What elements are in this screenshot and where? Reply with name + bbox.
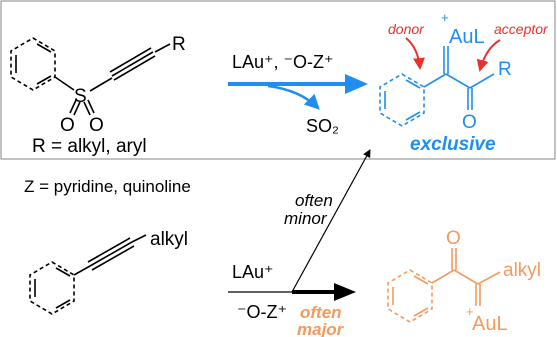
product-plus-charge: + — [441, 10, 449, 25]
top-reaction-arrow — [228, 74, 368, 94]
phenyl-alkyl-alkyne — [29, 234, 147, 315]
donor-label: donor — [388, 21, 425, 37]
oxo-gold-carbene-product-orange — [387, 248, 501, 323]
top-panel-box — [0, 0, 556, 160]
acceptor-label: acceptor — [494, 21, 549, 37]
minor-pathway-arrow — [291, 149, 371, 293]
top-reagents: LAu⁺, ⁻O-Z⁺ — [232, 52, 334, 72]
alkyne-alkyl-substituent: alkyl — [150, 229, 188, 250]
so2-extrusion-arrow — [267, 84, 320, 110]
product-substituent-r: R — [498, 59, 512, 80]
substituent-r: R — [172, 34, 186, 55]
sulfur-atom: S — [74, 86, 87, 107]
selectivity-exclusive: exclusive — [410, 134, 496, 155]
product-carbonyl-o: O — [462, 112, 477, 133]
minor-label-often: often — [295, 191, 333, 210]
gold-carbene-product-blue — [379, 46, 495, 127]
so2-byproduct: SO₂ — [306, 116, 339, 136]
bottom-reagent-oxide: ⁻O-Z⁺ — [237, 302, 287, 322]
major-label-major: major — [297, 320, 345, 337]
major-pathway-arrow — [292, 283, 356, 301]
bottom-reagent-gold: LAu⁺ — [232, 262, 274, 282]
donor-arrow — [405, 37, 425, 70]
oxygen-right: O — [89, 115, 104, 136]
orange-alkyl: alkyl — [503, 260, 541, 281]
r-definition: R = alkyl, aryl — [32, 136, 147, 157]
orange-carbonyl-o: O — [446, 228, 461, 249]
product-gold-ligand: AuL — [449, 26, 485, 48]
oxygen-left: O — [60, 115, 75, 136]
z-definition: Z = pyridine, quinoline — [24, 177, 191, 196]
minor-label-minor: minor — [284, 209, 328, 228]
phenyl-sulfonyl-alkyne — [10, 37, 171, 116]
major-label-often: often — [300, 303, 342, 322]
orange-gold-ligand: AuL — [472, 313, 508, 335]
orange-plus-charge: + — [466, 304, 474, 319]
acceptor-arrow — [476, 39, 501, 72]
